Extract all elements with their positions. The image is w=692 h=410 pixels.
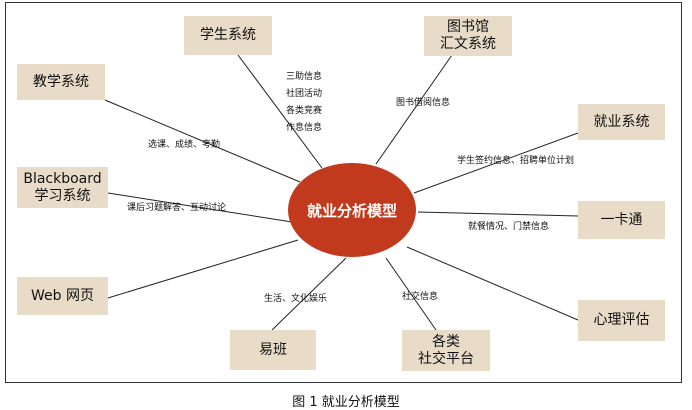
figure-caption: 图 1 就业分析模型	[292, 395, 400, 410]
edge-label-library-borrowing: 图书借阅信息	[396, 98, 451, 108]
edge-label-social-info: 社交信息	[402, 292, 439, 302]
node-teaching-system: 教学系统	[17, 64, 105, 100]
node-blackboard-system: Blackboard 学习系统	[17, 167, 108, 208]
edge-label-assistantship-info: 三助信息	[286, 72, 323, 82]
node-web-pages: Web 网页	[17, 277, 108, 315]
line-yikatong	[417, 211, 579, 217]
line-tushuguan	[375, 54, 453, 165]
node-campus-card: 一卡通	[578, 201, 665, 239]
center-node-employment-analysis-model: 就业分析模型	[288, 163, 416, 257]
node-employment-system: 就业系统	[578, 104, 665, 140]
line-yiban	[271, 257, 347, 331]
edge-label-competitions: 各类竞赛	[286, 106, 323, 116]
node-psychological-assessment: 心理评估	[578, 300, 665, 341]
edge-label-dining-access: 就餐情况、门禁信息	[468, 222, 550, 232]
line-jiaoxue	[104, 99, 301, 183]
diagram-frame	[5, 2, 682, 383]
edge-label-schedule-info: 作息信息	[286, 123, 323, 133]
line-jiuye	[413, 132, 579, 194]
line-blackboard	[107, 192, 293, 223]
node-social-platforms: 各类 社交平台	[402, 330, 490, 371]
line-web	[107, 239, 299, 299]
edge-label-courses-grades: 选课、成绩、考勤	[148, 140, 221, 150]
edge-label-club-activities: 社团活动	[286, 89, 323, 99]
line-xuesheng	[237, 54, 323, 169]
edge-label-life-entertainment: 生活、文化娱乐	[264, 294, 328, 304]
node-library-system: 图书馆 汇文系统	[424, 16, 512, 56]
node-student-system: 学生系统	[184, 16, 272, 55]
line-shejiao	[385, 257, 437, 331]
node-yiban: 易班	[230, 330, 316, 370]
line-xinli	[406, 246, 579, 321]
edge-label-signing-recruitment: 学生签约信息、招聘单位计划	[457, 156, 575, 166]
edge-label-exercises-discussion: 课后习题解答、互动讨论	[127, 203, 227, 213]
